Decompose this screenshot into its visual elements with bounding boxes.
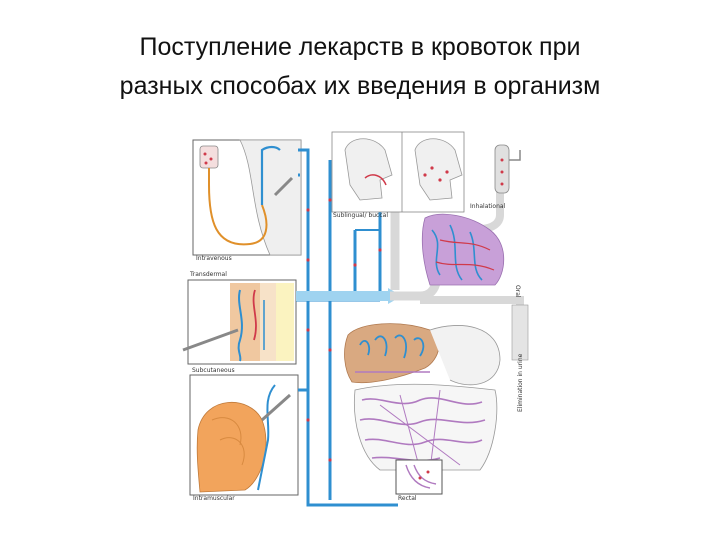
label-transdermal: Transdermal [189,271,227,278]
label-subcutaneous: Subcutaneous [192,367,235,374]
title-line-2: разных способах их введения в организм [119,72,601,100]
label-oral: Oral [514,285,521,298]
syringe-icon [182,328,239,352]
label-rectal: Rectal [398,495,417,502]
slide-title: Поступление лекарств в кровоток при разн… [0,28,720,106]
elimination-path: Elimination in urine Oral [511,285,529,412]
rectal-panel: Rectal [395,459,443,502]
label-elimination: Elimination in urine [517,353,524,412]
liver [344,323,440,384]
label-inhalational: Inhalational [470,203,506,210]
transdermal-panel: Transdermal Subcutaneous [182,271,297,374]
head-panel: Sublingual/ buccal Inhalational [331,131,521,219]
label-sublingual: Sublingual/ buccal [333,212,388,219]
label-intravenous: Intravenous [196,255,232,262]
title-line-1: Поступление лекарств в кровоток при [139,33,581,61]
digestive-tract [354,325,501,471]
intramuscular-panel: Intramuscular [189,374,299,502]
iv-bag-icon [199,145,219,169]
label-intramuscular: Intramuscular [193,495,235,502]
lungs [421,213,505,286]
intravenous-panel: Intravenous [192,139,302,262]
inhaler-icon [494,144,510,194]
